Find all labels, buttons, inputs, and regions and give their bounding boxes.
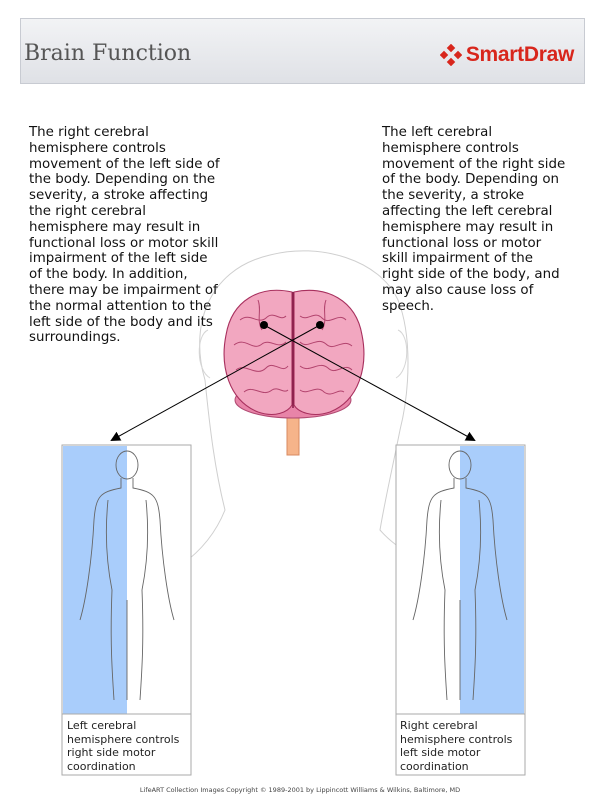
left-highlight bbox=[63, 446, 127, 714]
right-hemisphere-shape bbox=[223, 289, 293, 415]
left-body-panel bbox=[61, 444, 192, 776]
head-outline bbox=[199, 250, 521, 616]
ear-right bbox=[395, 329, 408, 379]
right-body-caption: Right cerebral hemisphere controls left … bbox=[400, 719, 513, 773]
left-body-caption: Left cerebral hemisphere controls right … bbox=[67, 719, 180, 773]
brain bbox=[223, 289, 365, 415]
left-hemisphere-description: The left cerebral hemisphere controls mo… bbox=[382, 125, 566, 314]
copyright-notice: LifeART Collection Images Copyright © 19… bbox=[139, 786, 461, 794]
right-body-figure bbox=[412, 450, 508, 701]
right-highlight bbox=[460, 446, 524, 714]
smartdraw-diamond-icon bbox=[439, 44, 462, 66]
arrow-to-left-body bbox=[110, 324, 321, 441]
ear-left bbox=[198, 329, 211, 379]
smartdraw-logo[interactable]: SmartDraw bbox=[439, 43, 574, 67]
right-hemisphere-description: The right cerebral hemisphere controls m… bbox=[29, 125, 220, 346]
right-body-panel bbox=[395, 444, 526, 776]
page-title: Brain Function bbox=[24, 41, 192, 66]
logo-text: SmartDraw bbox=[465, 43, 574, 66]
header-bar: Brain Function SmartDraw bbox=[20, 18, 585, 84]
left-hemisphere-shape bbox=[293, 289, 365, 415]
arrow-to-right-body bbox=[263, 324, 476, 441]
left-body-figure bbox=[79, 450, 175, 701]
